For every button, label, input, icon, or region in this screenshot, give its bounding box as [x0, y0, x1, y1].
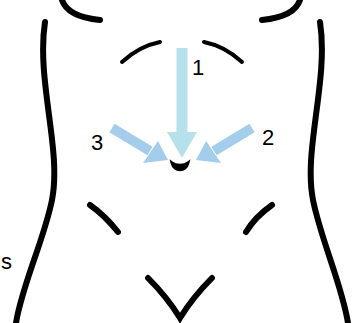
label-text: s: [1, 250, 12, 274]
arrow-3: [112, 128, 168, 163]
callout-number: 3: [91, 131, 103, 155]
chest-line: [204, 42, 242, 62]
callout-number: 1: [192, 56, 204, 80]
callout-number: 2: [262, 126, 274, 150]
neck-line: [62, 0, 100, 20]
body-outline: [311, 22, 348, 323]
neck-line: [262, 0, 300, 20]
body-outline: [16, 22, 54, 323]
chest-line: [122, 42, 160, 62]
hip-line: [246, 205, 272, 232]
arrow-2: [196, 128, 252, 163]
groin-line: [148, 278, 212, 318]
hip-line: [90, 205, 118, 232]
navel: [172, 163, 188, 170]
